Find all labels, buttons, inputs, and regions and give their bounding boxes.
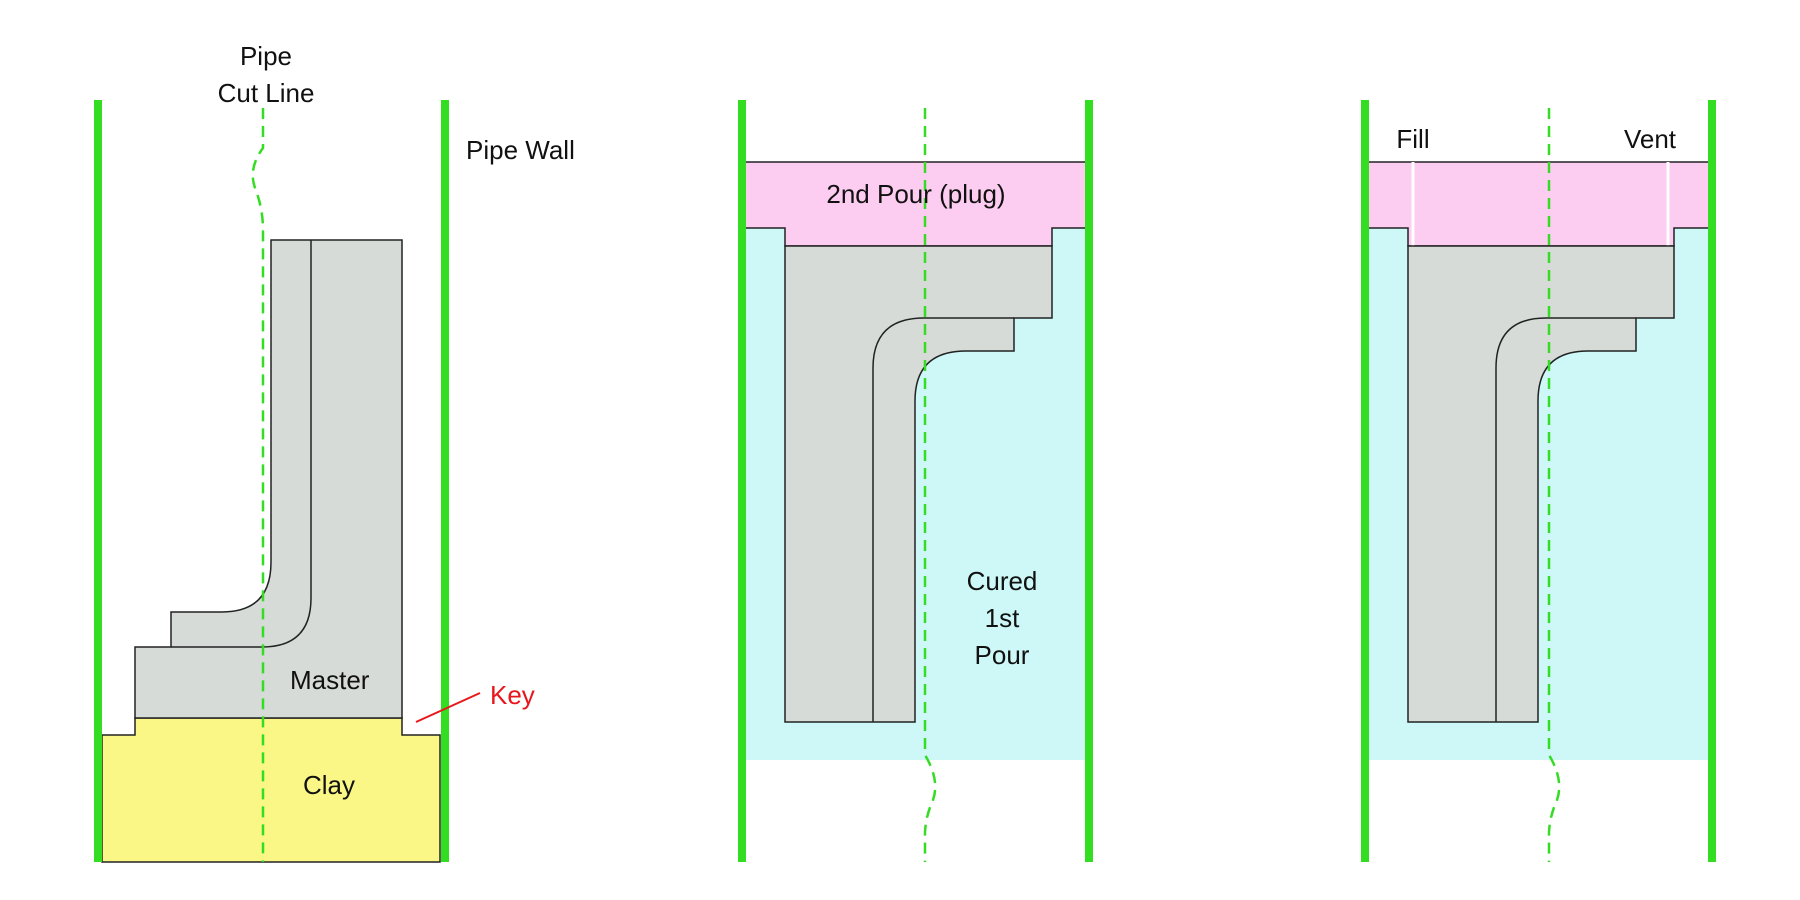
plug-label: 2nd Pour (plug): [826, 179, 1005, 209]
pipe-cut-line: [923, 108, 937, 862]
master-part: [134, 239, 403, 719]
plug-second-pour: [746, 162, 1086, 246]
master-inner-line: [872, 317, 1014, 722]
cured-label-line-1: Cured: [967, 566, 1038, 596]
master-inner-line: [1495, 317, 1636, 722]
key-label: Key: [490, 680, 535, 710]
key-leader-line: [415, 692, 481, 723]
fill-label: Fill: [1396, 124, 1429, 154]
panel-fill-and-vent: Fill Vent: [1361, 100, 1716, 862]
master-label: Master: [290, 665, 370, 695]
master-inner-line: [171, 240, 312, 648]
pipe-wall-label: Pipe Wall: [466, 135, 575, 165]
pipe-label: Pipe: [240, 41, 292, 71]
clay-label: Clay: [303, 770, 355, 800]
master-part-inverted: [1407, 245, 1675, 723]
cured-label-line-2: 1st: [985, 603, 1020, 633]
clay-block: [101, 717, 441, 863]
cured-label-line-3: Pour: [975, 640, 1030, 670]
panel-second-pour: 2nd Pour (plug) Cured 1st Pour: [738, 100, 1093, 862]
master-part-inverted: [784, 245, 1053, 723]
pipe-cut-line: [251, 108, 265, 862]
cut-line-label: Cut Line: [218, 78, 315, 108]
pipe-cut-line: [1547, 108, 1561, 862]
plug-second-pour: [1369, 162, 1708, 246]
vent-label: Vent: [1624, 124, 1677, 154]
panel-master-on-clay: Pipe Cut Line Pipe Wall Master Key Clay: [94, 41, 575, 863]
